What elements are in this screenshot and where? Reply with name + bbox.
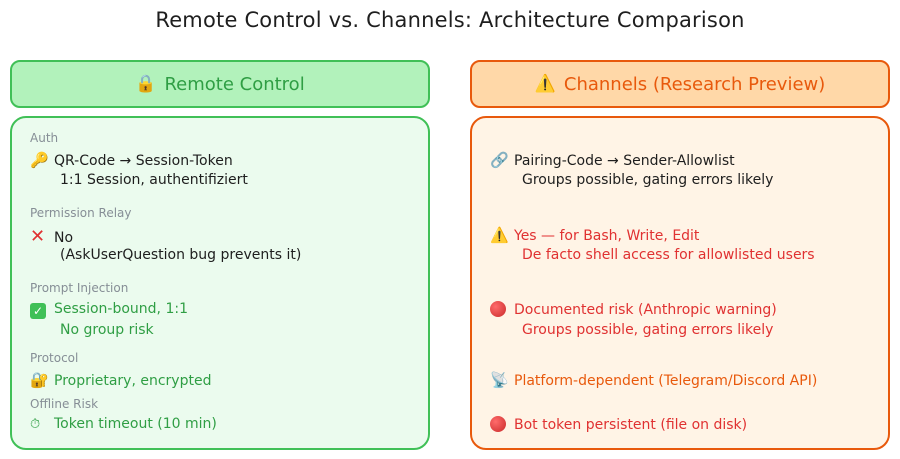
offline-risk-label: Offline Risk [30,397,99,411]
offline-risk-main: ⏱Token timeout (10 min) [30,416,217,432]
permission-relay-sub: (AskUserQuestion bug prevents it) [60,247,302,263]
lock-icon: 🔒 [135,74,157,94]
remote-control-panel [10,116,430,450]
prompt-injection-main: ✓Session-bound, 1:1 [30,301,188,319]
permission-relay-label: Permission Relay [30,206,132,220]
stopwatch-icon: ⏱ [30,417,41,432]
channels-permission-sub: De facto shell access for allowlisted us… [522,247,815,263]
channels-offline-main: Bot token persistent (file on disk) [490,416,747,433]
auth-sub: 1:1 Session, authentifiziert [60,172,248,188]
channels-header-label: Channels (Research Preview) [563,73,826,95]
key-icon: 🔑 [30,151,49,169]
channels-header: ⚠️ Channels (Research Preview) [470,60,890,108]
protocol-main: 🔐Proprietary, encrypted [30,371,212,389]
channels-injection-main: Documented risk (Anthropic warning) [490,301,777,318]
channels-permission-main: ⚠️Yes — for Bash, Write, Edit [490,226,700,244]
auth-main: 🔑QR-Code → Session-Token [30,151,233,169]
channels-panel [470,116,890,450]
channels-protocol-main: 📡Platform-dependent (Telegram/Discord AP… [490,371,818,389]
channels-auth-main: 🔗Pairing-Code → Sender-Allowlist [490,151,735,169]
check-mark-icon: ✓ [30,303,46,319]
locked-with-key-icon: 🔐 [30,371,49,389]
prompt-injection-sub: No group risk [60,322,154,338]
permission-relay-main: ✕No [30,226,74,247]
auth-label: Auth [30,131,59,145]
warning-icon: ⚠️ [490,226,509,244]
satellite-antenna-icon: 📡 [490,371,509,389]
prompt-injection-label: Prompt Injection [30,281,129,295]
warning-icon: ⚠️ [534,74,556,94]
channels-injection-sub: Groups possible, gating errors likely [522,322,774,338]
remote-control-header: 🔒 Remote Control [10,60,430,108]
cross-mark-icon: ✕ [30,226,46,247]
red-circle-icon [490,416,506,432]
link-icon: 🔗 [490,151,509,169]
remote-control-header-label: Remote Control [164,73,305,95]
red-circle-icon [490,301,506,317]
protocol-label: Protocol [30,351,79,365]
diagram-title: Remote Control vs. Channels: Architectur… [155,8,745,32]
channels-auth-sub: Groups possible, gating errors likely [522,172,774,188]
